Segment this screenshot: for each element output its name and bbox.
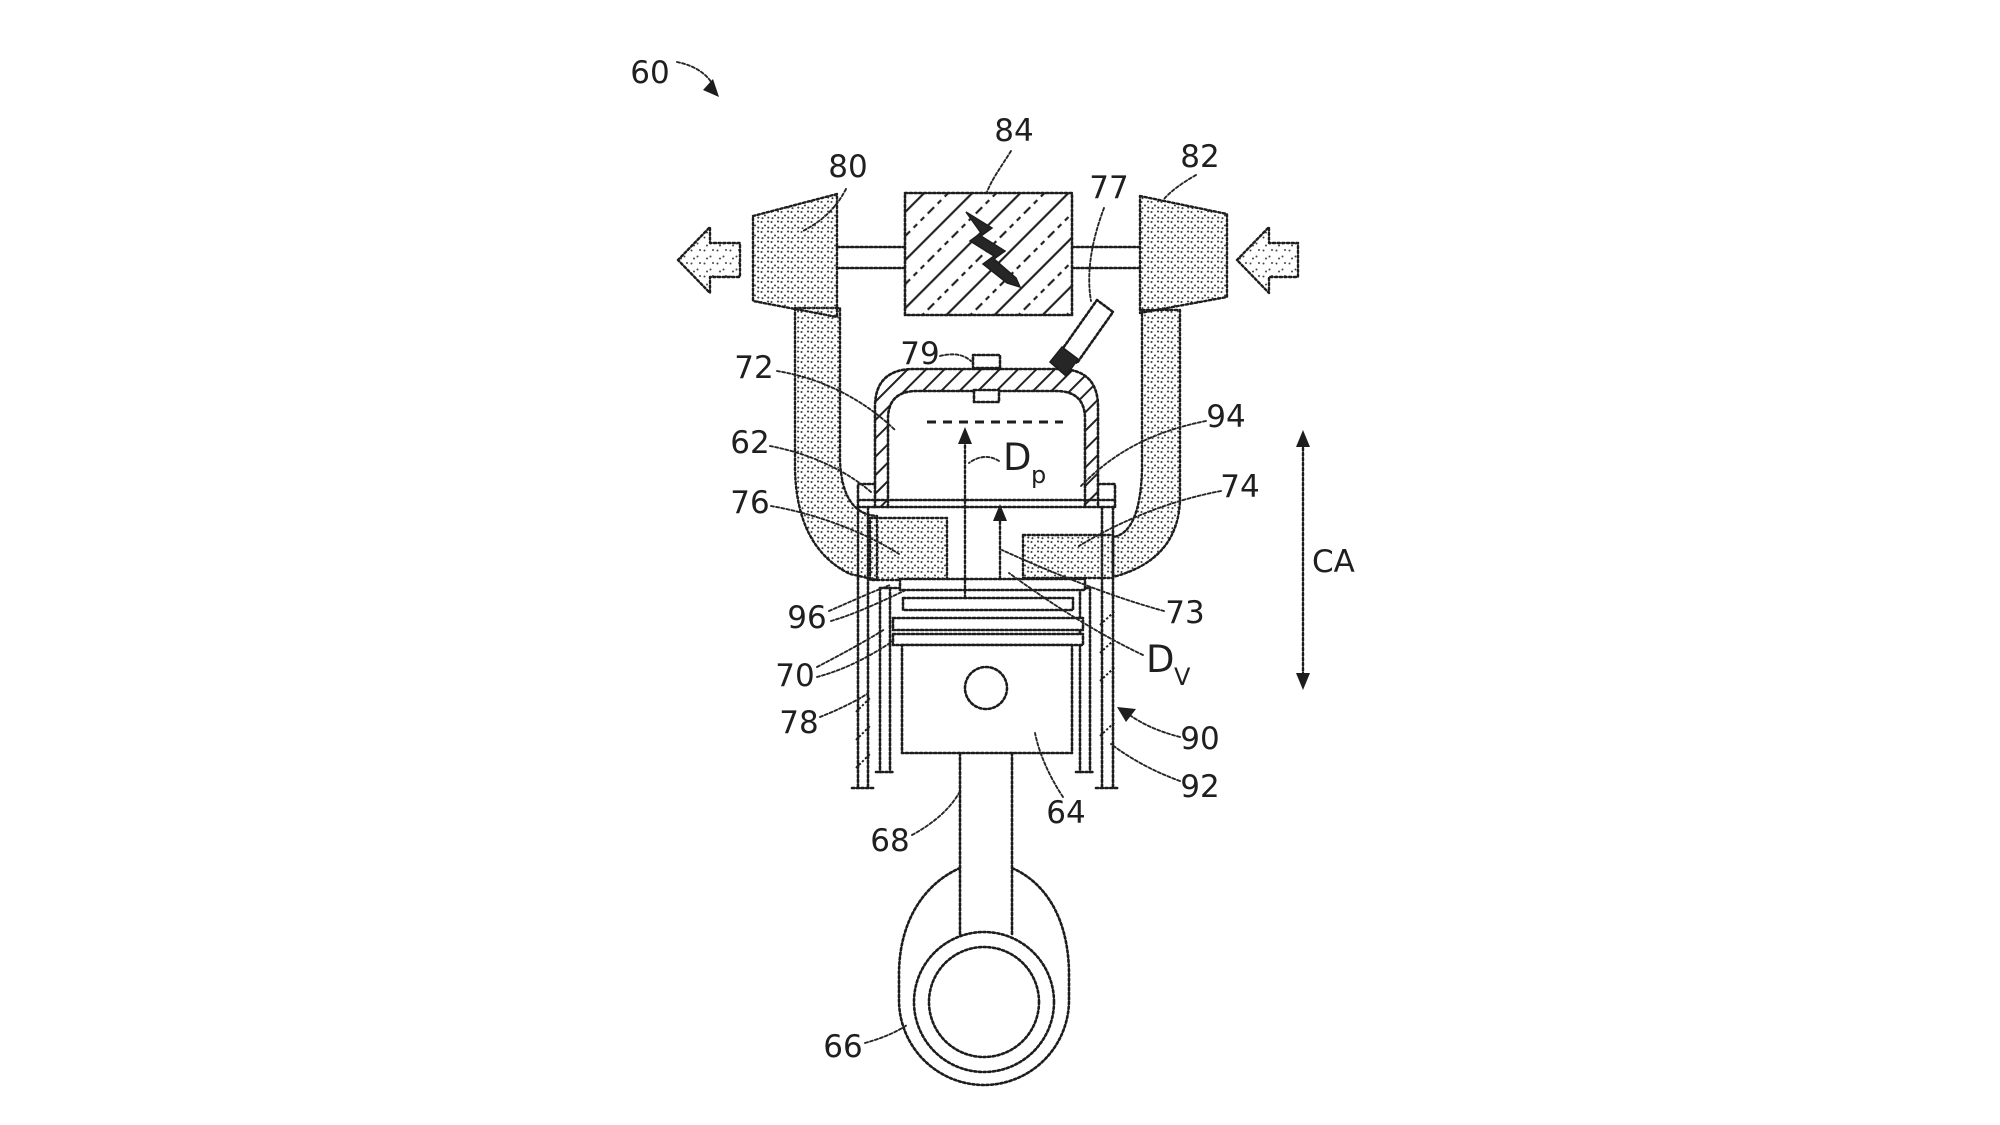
crank-end <box>897 866 1071 1087</box>
top-assembly <box>676 191 1300 582</box>
dim-label-dv: D V <box>1146 638 1191 691</box>
crank-journal-outer <box>912 930 1056 1074</box>
ref-label-70: 70 <box>775 658 814 694</box>
ref-90-arrowhead <box>1117 707 1136 722</box>
ref-label-90: 90 <box>1180 721 1219 757</box>
chamber-tab-inner <box>972 388 1001 404</box>
ref-label-68: 68 <box>870 823 909 859</box>
cylinder-liner-left <box>874 586 902 774</box>
ref-label-64: 64 <box>1046 795 1085 831</box>
wrist-pin <box>963 665 1009 711</box>
leader-lines <box>676 61 1222 1044</box>
rod-big-end <box>897 866 1071 1087</box>
dv-arrow <box>993 504 1007 581</box>
piston-top-land <box>901 596 1075 612</box>
crank-journal-inner <box>927 945 1041 1059</box>
lightning-bolt-icon <box>965 211 1022 289</box>
valve-seat-right <box>1021 533 1115 580</box>
svg-text:D: D <box>1146 638 1175 681</box>
valve-disc <box>898 577 1087 592</box>
left-duct <box>835 245 907 270</box>
ref-label-74: 74 <box>1220 469 1259 505</box>
ref-60-arrowhead <box>703 79 719 97</box>
exhaust-runner <box>793 306 879 582</box>
intake-runner <box>1111 308 1182 579</box>
piston-ring <box>891 616 1085 632</box>
ref-label-66: 66 <box>823 1029 862 1065</box>
dim-label-ca: CA <box>1312 544 1355 580</box>
chamber-tab-outer <box>971 353 1002 370</box>
connecting-rod <box>958 751 1014 938</box>
intake-port <box>1138 194 1229 315</box>
ref-label-60: 60 <box>630 55 669 91</box>
piston-rings <box>891 616 1085 647</box>
spark-plug <box>1048 298 1115 378</box>
ca-arrow <box>1296 430 1310 690</box>
ref-label-96: 96 <box>787 600 826 636</box>
piston-ring <box>891 632 1085 647</box>
spark-plug-tip <box>1048 345 1080 378</box>
ref-label-76: 76 <box>730 485 769 521</box>
piston <box>891 596 1085 755</box>
exhaust-port <box>751 192 839 319</box>
dim-label-dp: D p <box>1003 436 1046 489</box>
ref-label-94: 94 <box>1206 399 1245 435</box>
svg-text:V: V <box>1174 663 1191 691</box>
cylinder-head <box>856 298 1117 509</box>
ref-label-72: 72 <box>734 350 773 386</box>
chamber-dome-wall <box>875 369 1098 507</box>
ref-label-92: 92 <box>1180 769 1219 805</box>
ref-label-73: 73 <box>1165 595 1204 631</box>
ref-label-80: 80 <box>828 149 867 185</box>
reference-labels: 60 80 84 82 77 79 72 62 76 96 70 78 68 6… <box>630 55 1355 1065</box>
ref-label-77: 77 <box>1089 170 1128 206</box>
intake-flow-arrow-icon <box>1235 225 1300 295</box>
head-step-right <box>1096 482 1117 509</box>
ref-label-84: 84 <box>994 113 1033 149</box>
svg-text:p: p <box>1031 461 1046 489</box>
svg-text:D: D <box>1003 436 1032 479</box>
ignition-box <box>903 191 1074 317</box>
ref-label-82: 82 <box>1180 139 1219 175</box>
ref-label-79: 79 <box>900 336 939 372</box>
valve-seat-left <box>868 516 949 582</box>
piston-body <box>900 643 1074 755</box>
exhaust-flow-arrow-icon <box>676 225 742 295</box>
cylinder-wall-left <box>850 505 902 790</box>
ref-label-78: 78 <box>779 705 818 741</box>
dp-arrow <box>958 427 972 600</box>
ref-label-62: 62 <box>730 425 769 461</box>
cylinder-liner-right <box>1074 586 1096 774</box>
right-duct <box>1070 245 1142 270</box>
